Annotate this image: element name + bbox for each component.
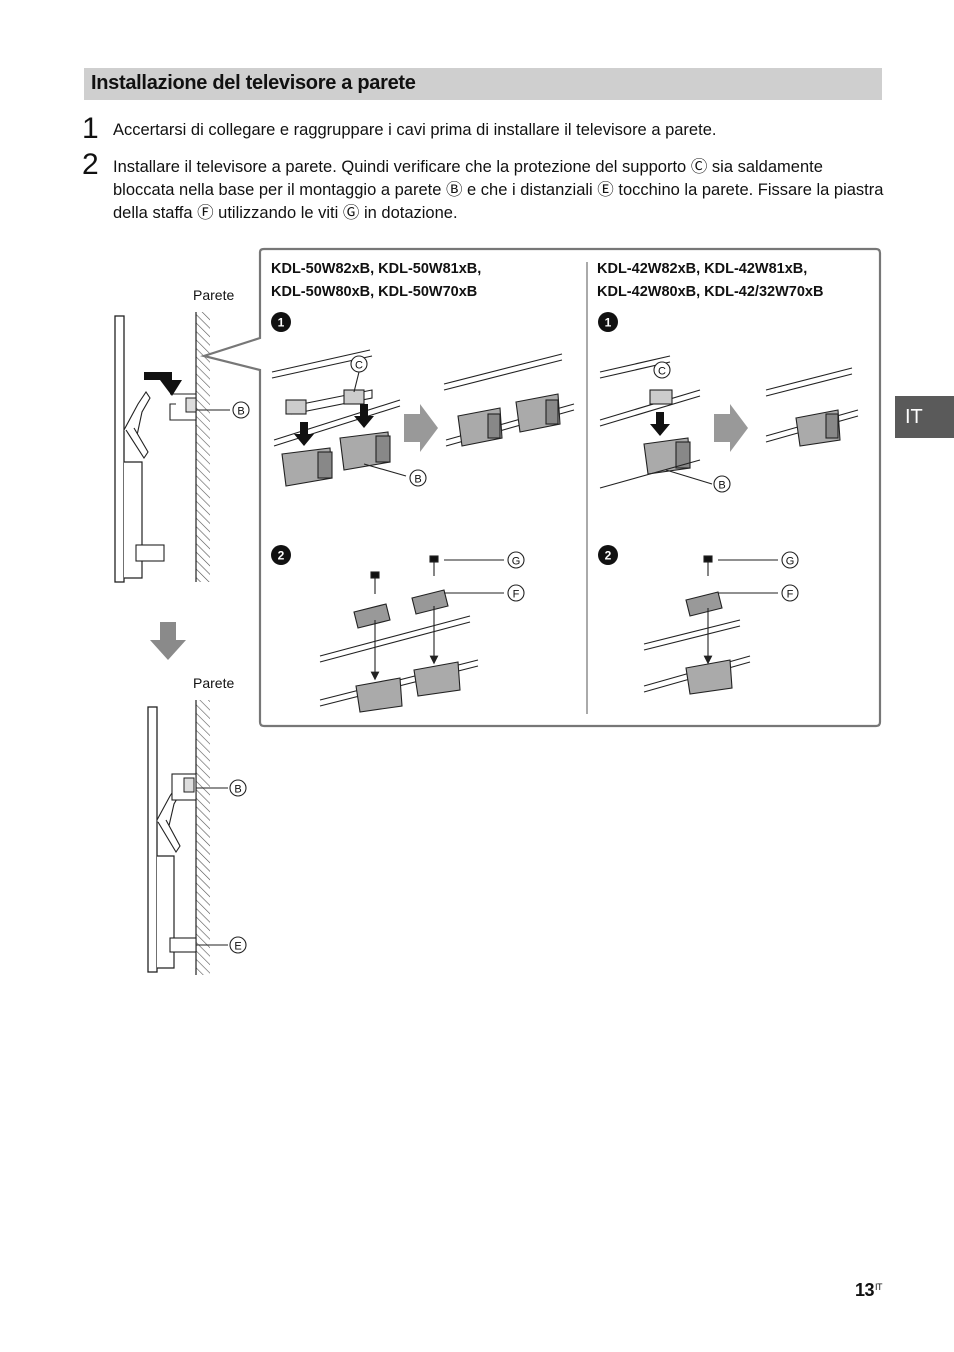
left-step1-result xyxy=(443,353,575,447)
label-b-top: B xyxy=(237,406,244,418)
wall-label-bottom: Parete xyxy=(193,675,234,691)
step-1-text: Accertarsi di collegare e raggruppare i … xyxy=(113,121,717,139)
label-f-right: F xyxy=(787,589,794,601)
svg-text:1: 1 xyxy=(605,316,612,330)
step-1-number: 1 xyxy=(82,112,99,145)
right-step1-illustration xyxy=(599,355,713,489)
label-e: E xyxy=(234,941,241,953)
sub-step-2-right-badge: 2 xyxy=(598,545,618,565)
label-c-left: C xyxy=(355,360,363,372)
page-number: 13IT xyxy=(855,1280,883,1300)
label-b-bottom: B xyxy=(234,784,241,796)
sub-step-1-left-badge: 1 xyxy=(271,312,291,332)
left-right-arrow-icon xyxy=(404,404,438,452)
svg-text:1: 1 xyxy=(278,316,285,330)
tv-side-view-top: Parete B xyxy=(114,287,250,583)
left-step2-illustration xyxy=(319,555,504,713)
label-f-left: F xyxy=(513,589,520,601)
left-models-line-2: KDL-50W80xB, KDL-50W70xB xyxy=(271,284,477,300)
detail-callout-box xyxy=(199,247,882,728)
tv-side-view-bottom: Parete B E xyxy=(147,675,247,975)
down-arrow-icon xyxy=(150,622,186,660)
svg-text:2: 2 xyxy=(278,549,285,563)
svg-text:2: 2 xyxy=(605,549,612,563)
step-2-text: Installare il televisore a parete. Quind… xyxy=(113,158,884,222)
right-models-line-2: KDL-42W80xB, KDL-42/32W70xB xyxy=(597,284,823,300)
sub-step-2-left-badge: 2 xyxy=(271,545,291,565)
step-2-number: 2 xyxy=(82,148,99,181)
label-g-left: G xyxy=(512,556,521,568)
wall-label-top: Parete xyxy=(193,287,234,303)
right-models-line-1: KDL-42W82xB, KDL-42W81xB, xyxy=(597,261,807,277)
right-step1-result xyxy=(765,367,859,447)
left-step1-illustration xyxy=(271,349,407,487)
language-tab: IT xyxy=(895,396,954,438)
section-title: Installazione del televisore a parete xyxy=(91,72,416,94)
label-b-left: B xyxy=(414,474,421,486)
left-models-line-1: KDL-50W82xB, KDL-50W81xB, xyxy=(271,261,481,277)
right-right-arrow-icon xyxy=(714,404,748,452)
label-c-right: C xyxy=(658,366,666,378)
section-header-bar xyxy=(84,68,882,100)
right-step2-illustration xyxy=(643,555,778,695)
sub-step-1-right-badge: 1 xyxy=(598,312,618,332)
label-g-right: G xyxy=(786,556,795,568)
label-b-right: B xyxy=(718,480,725,492)
